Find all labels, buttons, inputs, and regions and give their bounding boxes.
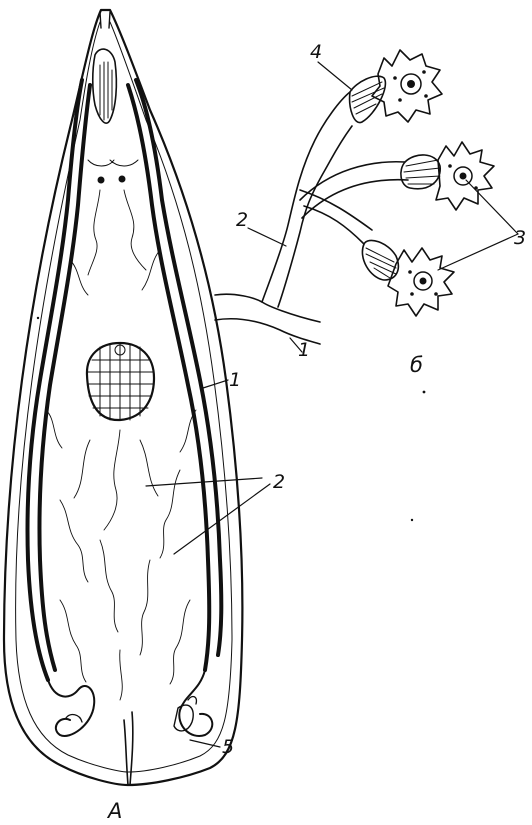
frontal-organ [93, 49, 117, 123]
flame-cell-bottom [362, 240, 454, 316]
panel-b-callout-3: 3 [514, 227, 526, 249]
rear-organ [124, 705, 193, 785]
panel-a-callout-1: 1 [229, 369, 241, 391]
eyespots [88, 160, 138, 184]
flame-cell-top [350, 50, 442, 123]
panel-b-label: б [410, 353, 423, 377]
pharynx [87, 343, 154, 420]
panel-a-callout-5: 5 [222, 736, 234, 758]
flame-cell-middle [401, 142, 494, 210]
panel-b-leaders [248, 62, 518, 352]
panel-a-label: A [106, 799, 122, 823]
panel-b-callout-1: 1 [298, 339, 310, 361]
panel-b-callout-4: 4 [310, 41, 322, 63]
panel-b-callout-2: 2 [236, 209, 248, 231]
panel-a-callout-2: 2 [273, 471, 285, 493]
